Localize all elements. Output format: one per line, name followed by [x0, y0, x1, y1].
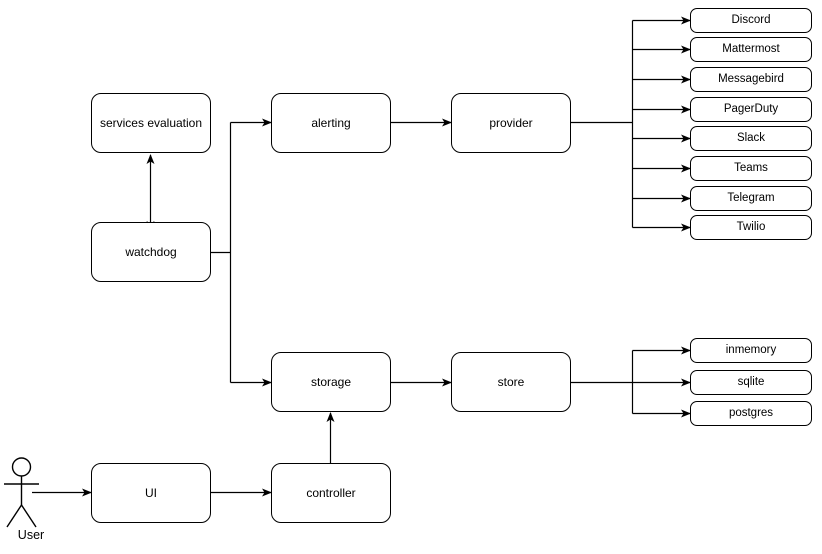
node-controller-label: controller: [306, 485, 356, 500]
node-storage-label: storage: [310, 374, 352, 389]
node-provider-pagerduty-label: PagerDuty: [723, 102, 779, 115]
node-provider-telegram[interactable]: Telegram: [690, 186, 812, 211]
node-provider-label: provider: [489, 115, 533, 130]
node-provider[interactable]: provider: [451, 93, 571, 153]
node-provider-slack[interactable]: Slack: [690, 126, 812, 151]
user-actor-figure: [4, 457, 39, 528]
node-ui[interactable]: UI: [91, 463, 211, 523]
node-provider-teams-label: Teams: [734, 161, 768, 174]
node-provider-slack-label: Slack: [736, 131, 766, 144]
node-alerting[interactable]: alerting: [271, 93, 391, 153]
node-store-inmemory[interactable]: inmemory: [690, 338, 812, 363]
node-services-evaluation-label: services evaluation: [99, 115, 203, 130]
node-watchdog[interactable]: watchdog: [91, 222, 211, 282]
node-store[interactable]: store: [451, 352, 571, 412]
node-store-label: store: [497, 374, 525, 389]
node-services-evaluation[interactable]: services evaluation: [91, 93, 211, 153]
node-controller[interactable]: controller: [271, 463, 391, 523]
node-provider-discord[interactable]: Discord: [690, 8, 812, 33]
node-storage[interactable]: storage: [271, 352, 391, 412]
node-watchdog-label: watchdog: [125, 244, 177, 259]
node-provider-twilio-label: Twilio: [736, 220, 766, 233]
node-store-sqlite[interactable]: sqlite: [690, 370, 812, 395]
node-store-sqlite-label: sqlite: [737, 375, 765, 388]
node-store-postgres-label: postgres: [728, 406, 774, 419]
node-store-inmemory-label: inmemory: [725, 343, 777, 356]
node-provider-mattermost[interactable]: Mattermost: [690, 37, 812, 62]
node-ui-label: UI: [145, 485, 157, 500]
node-provider-messagebird[interactable]: Messagebird: [690, 67, 812, 92]
node-provider-mattermost-label: Mattermost: [722, 42, 780, 55]
node-store-postgres[interactable]: postgres: [690, 401, 812, 426]
node-alerting-label: alerting: [311, 115, 351, 130]
node-provider-teams[interactable]: Teams: [690, 156, 812, 181]
node-provider-pagerduty[interactable]: PagerDuty: [690, 97, 812, 122]
actor-user-label: User: [17, 528, 45, 542]
node-provider-twilio[interactable]: Twilio: [690, 215, 812, 240]
node-provider-telegram-label: Telegram: [727, 191, 775, 204]
node-provider-messagebird-label: Messagebird: [718, 72, 784, 85]
node-provider-discord-label: Discord: [731, 13, 771, 26]
